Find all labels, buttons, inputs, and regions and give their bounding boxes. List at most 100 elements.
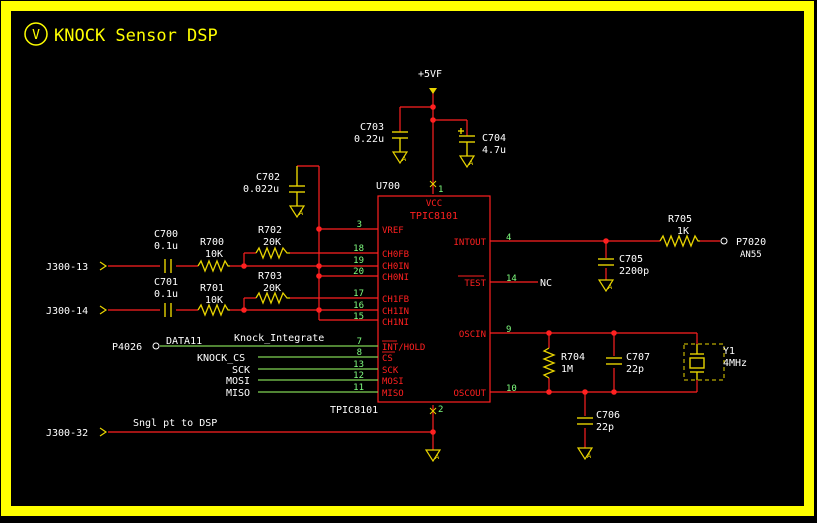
r703-value: 20K: [263, 283, 281, 294]
r700-ref: R700: [200, 237, 224, 248]
ic-part-name: TPIC8101: [410, 211, 458, 222]
crystal-y1[interactable]: [683, 343, 725, 381]
ic-pin-ch0fb-label: CH0FB: [382, 250, 409, 260]
ground-c705: [597, 279, 615, 293]
sheet-frame: [1, 1, 814, 516]
r705-ref: R705: [668, 214, 692, 225]
pin-number-8: 8: [357, 348, 362, 358]
ground-c704-label: A: [469, 159, 474, 167]
connector-j300-14[interactable]: J300-14: [46, 305, 108, 317]
revision-badge-circle: [24, 22, 48, 46]
nc-label: NC: [540, 278, 552, 289]
power-5vf: +5VF: [418, 69, 442, 94]
r702-ref: R702: [258, 225, 282, 236]
ground-c702-label: A: [299, 209, 304, 217]
sheet-title: KNOCK Sensor DSP: [54, 26, 218, 46]
r705-value: 1K: [677, 226, 689, 237]
ic-pin-ch1in-label: CH1IN: [382, 307, 409, 317]
pin-number-4: 4: [506, 233, 511, 243]
resistor-r705[interactable]: [659, 234, 700, 248]
pin-number-19: 19: [353, 256, 364, 266]
power-5vf-label: +5VF: [418, 69, 442, 80]
r703-ref: R703: [258, 271, 282, 282]
capacitor-c706[interactable]: [577, 417, 593, 425]
ic-pin-intout-label: INTOUT: [453, 238, 486, 248]
ic-pin-vcc-label: VCC: [426, 199, 442, 209]
resistor-r701[interactable]: [197, 303, 230, 317]
sheet-title-block: V KNOCK Sensor DSP: [24, 22, 218, 46]
capacitor-c702[interactable]: [289, 166, 305, 206]
ic-pin-test-label: TEST: [464, 279, 486, 289]
pin-number-16: 16: [353, 301, 364, 311]
ground-c703-label: A: [402, 155, 407, 163]
ground-c703: [391, 151, 409, 165]
r700-value: 10K: [205, 249, 223, 260]
resistor-r700[interactable]: [197, 259, 230, 273]
c700-ref: C700: [154, 229, 178, 240]
capacitor-c700[interactable]: [164, 259, 172, 273]
net-mosi: MOSI: [226, 376, 250, 387]
pin-number-3: 3: [357, 220, 362, 230]
connector-j300-32[interactable]: J300-32: [46, 427, 108, 439]
ic-pin-ch0ni-label: CH0NI: [382, 273, 409, 283]
resistor-r704[interactable]: [542, 347, 556, 379]
pin-number-1: 1: [438, 185, 443, 195]
ic-pin-ch1ni-label: CH1NI: [382, 318, 409, 328]
pin-number-9: 9: [506, 325, 511, 335]
r704-value: 1M: [561, 364, 573, 375]
connector-nc: NC: [540, 278, 552, 289]
j300-14-label: J300-14: [46, 306, 88, 317]
net-knock-cs: KNOCK_CS: [197, 353, 245, 364]
c701-ref: C701: [154, 277, 178, 288]
ic-pin-oscin-label: OSCIN: [459, 330, 486, 340]
ic-u700[interactable]: U700 VCC TPIC8101 TPIC8101 VREF CH0FB CH…: [330, 180, 517, 416]
capacitor-c707[interactable]: [606, 357, 622, 365]
j300-32-label: J300-32: [46, 428, 88, 439]
pin-number-14: 14: [506, 274, 517, 284]
c706-value: 22p: [596, 422, 614, 433]
pin-number-2: 2: [438, 405, 443, 415]
net-miso: MISO: [226, 388, 250, 399]
capacitor-c703[interactable]: [392, 131, 408, 152]
ic-pin-mosi-label: MOSI: [382, 377, 404, 387]
c705-ref: C705: [619, 254, 643, 265]
net-knock-integrate: Knock_Integrate: [234, 333, 324, 344]
c707-ref: C707: [626, 352, 650, 363]
pin-number-13: 13: [353, 360, 364, 370]
net-sck: SCK: [232, 365, 250, 376]
ic-pin-miso-label: MISO: [382, 389, 404, 399]
pin-number-20: 20: [353, 267, 364, 277]
c704-value: 4.7u: [482, 145, 506, 156]
ic-pin-int-hold-label: INT/HOLD: [382, 343, 425, 353]
ground-c704: [458, 155, 476, 169]
pin-number-18: 18: [353, 244, 364, 254]
c701-value: 0.1u: [154, 289, 178, 300]
r704-ref: R704: [561, 352, 585, 363]
capacitor-c705[interactable]: [598, 258, 614, 266]
ic-pin-cs-label: CS: [382, 354, 393, 364]
connector-p4026[interactable]: P4026: [112, 342, 160, 353]
ic-pin-vref-label: VREF: [382, 226, 404, 236]
resistor-r703[interactable]: [255, 291, 290, 305]
ic-pin-ch0in-label: CH0IN: [382, 262, 409, 272]
net-data11: DATA11: [166, 336, 202, 347]
r701-value: 10K: [205, 295, 223, 306]
ground-u700-label: A: [435, 453, 440, 461]
capacitor-c701[interactable]: [164, 303, 172, 317]
ic-pin-sck-label: SCK: [382, 366, 399, 376]
junction-dots: [241, 104, 617, 435]
y1-value: 4MHz: [723, 358, 747, 369]
ground-u700: [424, 449, 442, 463]
pin-number-15: 15: [353, 312, 364, 322]
connector-j300-13[interactable]: J300-13: [46, 261, 108, 273]
c703-value: 0.22u: [354, 134, 384, 145]
resistor-r702[interactable]: [255, 246, 290, 260]
ground-c702: [288, 205, 306, 219]
digital-net-wires: [160, 345, 378, 393]
ground-c706: [576, 447, 594, 461]
pin-number-10: 10: [506, 384, 517, 394]
capacitor-c704[interactable]: [458, 128, 475, 156]
connector-p7020[interactable]: P7020 AN55: [720, 237, 766, 260]
j300-13-label: J300-13: [46, 262, 88, 273]
